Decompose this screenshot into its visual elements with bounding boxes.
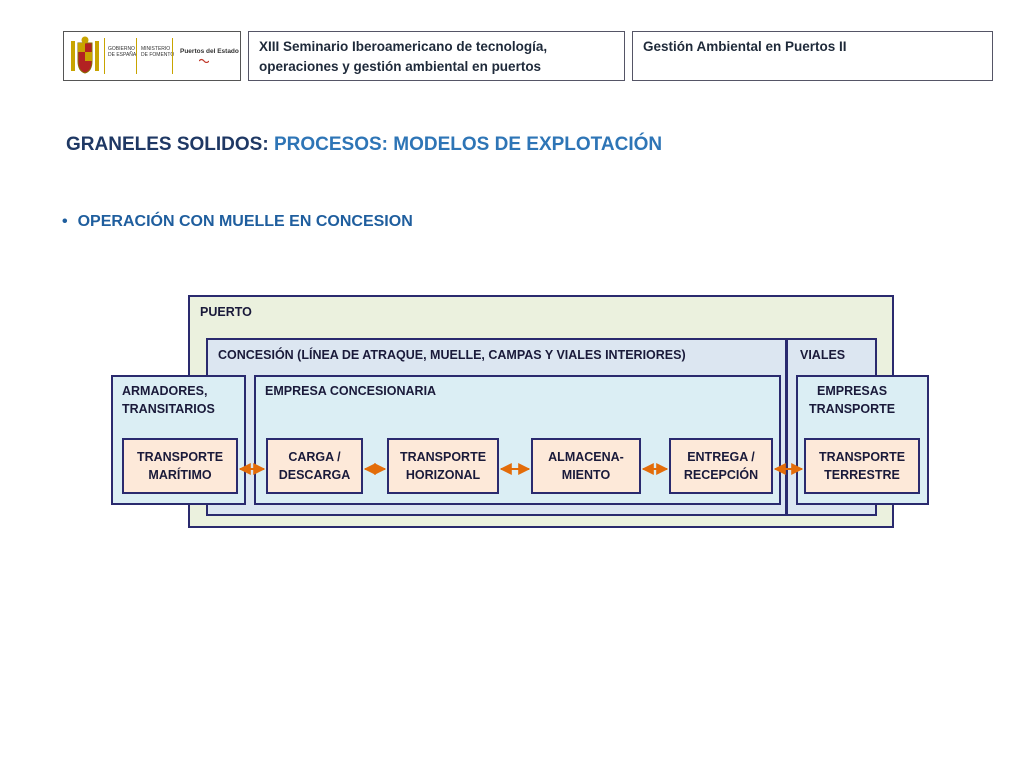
step-transporte-horizontal: TRANSPORTE HORIZONAL <box>387 438 499 494</box>
course-header: Gestión Ambiental en Puertos II <box>632 31 993 81</box>
ministry-text: MINISTERIO DE FOMENTO <box>141 46 175 58</box>
armadores-label: ARMADORES, TRANSITARIOS <box>122 384 215 416</box>
gov-text: GOBIERNO DE ESPAÑA <box>108 46 137 58</box>
seminar-line-1: XIII Seminario Iberoamericano de tecnolo… <box>259 39 548 54</box>
step-transporte-terrestre: TRANSPORTE TERRESTRE <box>804 438 920 494</box>
title-part-1: GRANELES SOLIDOS: <box>66 134 274 155</box>
concesion-label: CONCESIÓN (LÍNEA DE ATRAQUE, MUELLE, CAM… <box>218 348 686 362</box>
bullet-mark: • <box>62 213 68 230</box>
step-carga-descarga: CARGA / DESCARGA <box>266 438 363 494</box>
logo-divider <box>104 38 105 74</box>
logo-block: GOBIERNO DE ESPAÑA MINISTERIO DE FOMENTO… <box>63 31 241 81</box>
step-transporte-maritimo: TRANSPORTE MARÍTIMO <box>122 438 238 494</box>
bullet-item: • OPERACIÓN CON MUELLE EN CONCESION <box>62 213 413 231</box>
logo-divider <box>172 38 173 74</box>
bullet-text: OPERACIÓN CON MUELLE EN CONCESION <box>77 213 413 230</box>
step-entrega-recepcion: ENTREGA / RECEPCIÓN <box>669 438 773 494</box>
logo-divider <box>136 38 137 74</box>
puertos-del-estado-text: Puertos del Estado <box>180 48 239 55</box>
wave-icon <box>199 58 209 63</box>
empresas-label: EMPRESAS TRANSPORTE <box>809 384 896 416</box>
puerto-label: PUERTO <box>200 305 252 319</box>
coat-of-arms-icon <box>71 36 99 74</box>
course-title: Gestión Ambiental en Puertos II <box>643 39 847 54</box>
title-part-2: PROCESOS: MODELOS DE EXPLOTACIÓN <box>273 134 663 155</box>
empresa-label: EMPRESA CONCESIONARIA <box>265 384 437 398</box>
step-almacenamiento: ALMACENA- MIENTO <box>531 438 641 494</box>
seminar-header: XIII Seminario Iberoamericano de tecnolo… <box>248 31 625 81</box>
slide-title: GRANELES SOLIDOS: PROCESOS: MODELOS DE E… <box>66 134 662 156</box>
viales-label: VIALES <box>800 348 846 362</box>
seminar-line-2: operaciones y gestión ambiental en puert… <box>259 59 542 74</box>
